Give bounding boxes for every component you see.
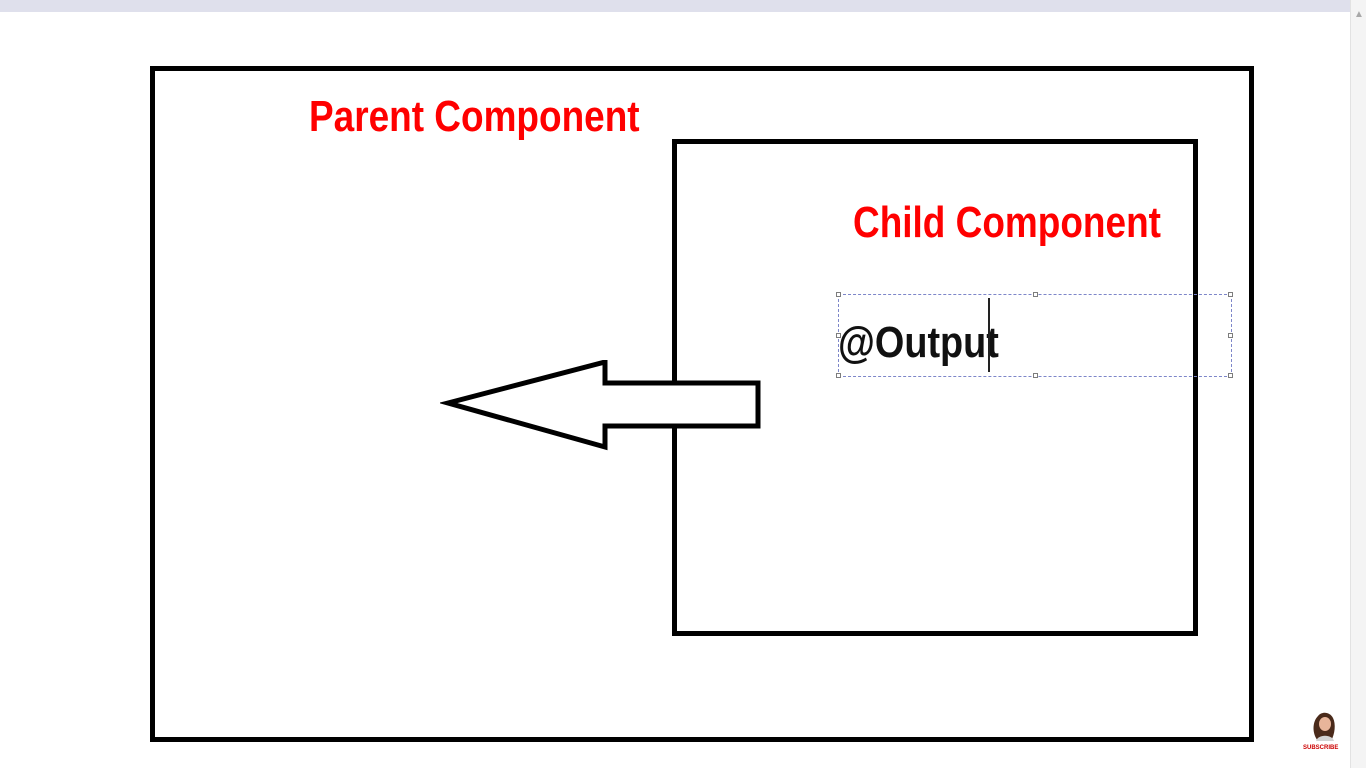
resize-handle[interactable] [1033, 373, 1038, 378]
resize-handle[interactable] [836, 333, 841, 338]
output-decorator-text[interactable]: @Output [838, 318, 999, 367]
scroll-up-icon[interactable]: ▲ [1354, 9, 1364, 20]
resize-handle[interactable] [1228, 373, 1233, 378]
presenter-avatar-icon[interactable] [1306, 710, 1342, 742]
top-strip [0, 0, 1350, 12]
parent-component-label: Parent Component [309, 92, 640, 141]
slide-canvas: Parent Component Child Component @Output… [0, 12, 1350, 768]
resize-handle[interactable] [1033, 292, 1038, 297]
resize-handle[interactable] [1228, 333, 1233, 338]
parent-component-box [150, 66, 1254, 742]
subscribe-label[interactable]: SUBSCRIBE [1303, 745, 1339, 751]
resize-handle[interactable] [1228, 292, 1233, 297]
child-component-label: Child Component [853, 198, 1161, 247]
output-textbox[interactable] [836, 292, 1233, 378]
resize-handle[interactable] [836, 373, 841, 378]
hollow-left-arrow-icon [440, 360, 761, 451]
vertical-scrollbar[interactable]: ▲ [1350, 0, 1366, 768]
resize-handle[interactable] [836, 292, 841, 297]
text-caret [988, 298, 990, 372]
